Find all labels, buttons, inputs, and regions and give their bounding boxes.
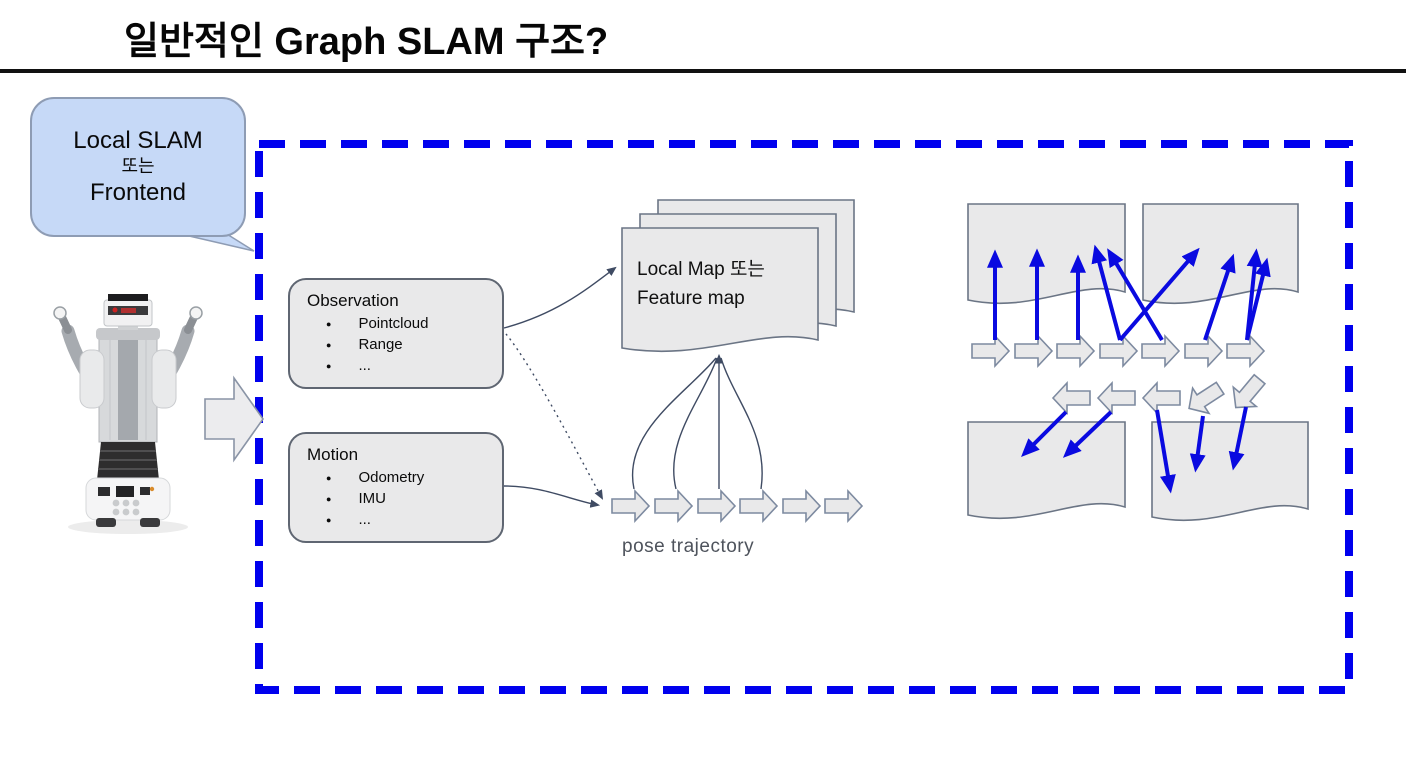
pose-arrow: [782, 488, 822, 524]
constraint-arrow: [1091, 244, 1122, 341]
pose-arrow: [1188, 381, 1226, 415]
observation-box: Observation Pointcloud Range ...: [288, 278, 504, 389]
local-map-stack: [621, 199, 855, 352]
pose-arrow: [611, 488, 651, 524]
pose-arrow: [739, 488, 779, 524]
submap-documents-top: [967, 203, 1299, 305]
connector-observation-to-map: [503, 266, 617, 329]
pose-to-map-fan: [631, 353, 763, 490]
local-map-label-line2: Feature map: [637, 287, 745, 309]
constraint-arrow: [1155, 409, 1176, 494]
motion-item: ...: [326, 511, 502, 528]
pose-arrow: [1141, 380, 1181, 416]
pose-arrow: [824, 488, 864, 524]
robot-photo: [53, 294, 203, 534]
submap-doc: [967, 421, 1126, 520]
pose-arrow: [971, 333, 1011, 369]
constraint-arrow: [1107, 248, 1164, 342]
submap-doc: [1151, 421, 1309, 522]
constraint-arrow: [1245, 257, 1271, 341]
pose-arrow: [1141, 333, 1181, 369]
pose-arrow: [654, 488, 694, 524]
submap-pose-row-bottom: [1051, 373, 1267, 416]
local-map-label-line1: Local Map 또는: [637, 259, 765, 280]
robot-input-arrow: [204, 375, 264, 463]
constraint-arrow: [1021, 410, 1068, 457]
connector-observation-to-pose-dotted: [505, 333, 604, 500]
constraint-arrow: [1189, 415, 1206, 473]
pose-arrow: [1096, 380, 1136, 416]
submap-doc: [967, 203, 1126, 305]
observation-item: Pointcloud: [326, 315, 502, 332]
submap-doc: [1142, 203, 1299, 305]
pose-arrow: [1226, 333, 1266, 369]
callout-line2: 또는: [121, 156, 155, 177]
callout-line1: Local SLAM: [73, 126, 203, 154]
pose-arrow: [1056, 333, 1096, 369]
observation-title: Observation: [307, 291, 399, 310]
connector-motion-to-pose: [503, 485, 601, 508]
callout-local-slam: Local SLAM 또는 Frontend: [30, 97, 246, 237]
local-map-label: Local Map 또는 Feature map: [637, 256, 765, 313]
submap-documents-bottom: [967, 421, 1309, 522]
pose-arrow: [1051, 380, 1091, 416]
local-map-doc-front: [621, 227, 819, 352]
callout-line3: Frontend: [89, 178, 187, 206]
constraint-arrow: [1228, 406, 1248, 471]
pose-arrow: [1099, 333, 1139, 369]
constraint-arrow: [1118, 247, 1200, 342]
motion-title: Motion: [307, 445, 359, 464]
pose-arrow: [1014, 333, 1054, 369]
constraint-arrows: [987, 244, 1271, 494]
constraint-arrow: [1203, 253, 1236, 341]
title-divider: [0, 69, 1406, 73]
pose-arrow: [697, 488, 737, 524]
submap-pose-row-top: [971, 333, 1266, 369]
constraint-arrow: [1062, 410, 1113, 458]
motion-item: Odometry: [326, 469, 502, 486]
pose-arrow: [1232, 373, 1267, 409]
pose-trajectory-arrows: [611, 488, 864, 524]
pose-arrow: [1184, 333, 1224, 369]
observation-item: Range: [326, 336, 502, 353]
page-title: 일반적인 Graph SLAM 구조?: [124, 21, 609, 63]
motion-box: Motion Odometry IMU ...: [288, 432, 504, 543]
pose-trajectory-label: pose trajectory: [622, 536, 755, 557]
observation-item: ...: [326, 357, 502, 374]
motion-item: IMU: [326, 490, 502, 507]
